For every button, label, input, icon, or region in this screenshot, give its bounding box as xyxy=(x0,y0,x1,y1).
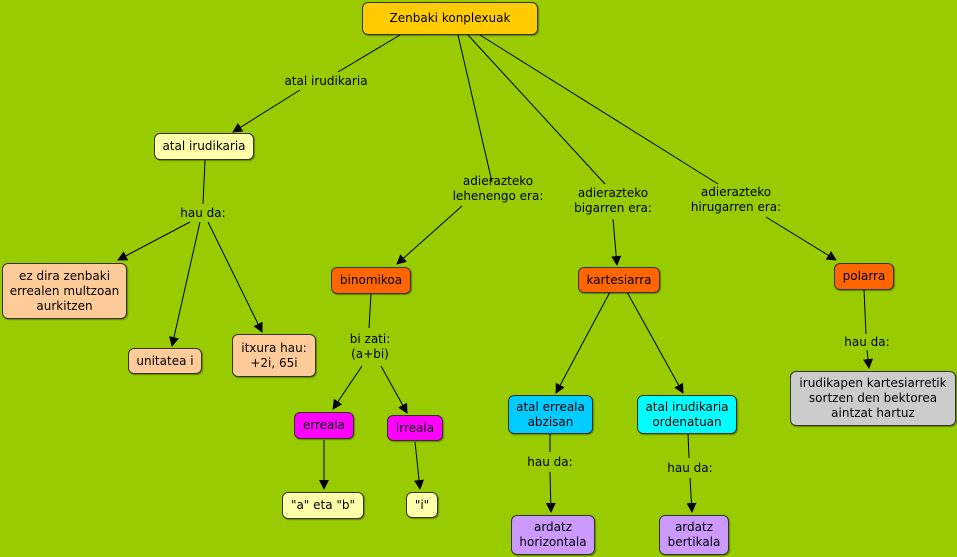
node-atal-irudikaria-ordenatuan[interactable]: atal irudikaria ordenatuan xyxy=(637,395,737,434)
node-ardatz-bertikala[interactable]: ardatz bertikala xyxy=(659,515,729,555)
label-bigarren-era: adierazteko bigarren era: xyxy=(574,186,652,215)
node-erreala[interactable]: erreala xyxy=(294,412,354,439)
label-lehenengo-era: adierazteko lehenengo era: xyxy=(452,174,544,203)
node-atal-irudikaria[interactable]: atal irudikaria xyxy=(154,133,254,160)
node-irudikapen-kartesiarretik[interactable]: irudikapen kartesiarretik sortzen den be… xyxy=(790,371,956,426)
label-hau-da-3: hau da: xyxy=(667,461,713,475)
node-kartesiarra[interactable]: kartesiarra xyxy=(578,267,660,293)
node-atal-erreala-abzisan[interactable]: atal erreala abzisan xyxy=(508,395,593,434)
label-bi-zati: bi zati: (a+bi) xyxy=(349,332,391,361)
node-itxura-hau[interactable]: itxura hau: +2i, 65i xyxy=(232,334,316,377)
node-binomikoa[interactable]: binomikoa xyxy=(331,267,411,294)
node-i[interactable]: "i" xyxy=(406,492,438,518)
node-ez-dira-zenbaki[interactable]: ez dira zenbaki errealen multzoan aurkit… xyxy=(2,263,127,319)
node-irreala[interactable]: irreala xyxy=(387,415,443,441)
node-unitatea-i[interactable]: unitatea i xyxy=(128,348,202,374)
label-hau-da-2: hau da: xyxy=(527,455,573,469)
node-zenbaki-konplexuak[interactable]: Zenbaki konplexuak xyxy=(362,2,538,35)
label-atal-irudikaria: atal irudikaria xyxy=(284,74,368,88)
node-a-eta-b[interactable]: "a" eta "b" xyxy=(282,492,364,519)
label-hau-da-4: hau da: xyxy=(844,335,890,349)
label-hau-da-1: hau da: xyxy=(180,206,226,220)
node-polarra[interactable]: polarra xyxy=(834,263,894,290)
node-ardatz-horizontala[interactable]: ardatz horizontala xyxy=(511,515,595,555)
label-hirugarren-era: adierazteko hirugarren era: xyxy=(690,185,782,214)
